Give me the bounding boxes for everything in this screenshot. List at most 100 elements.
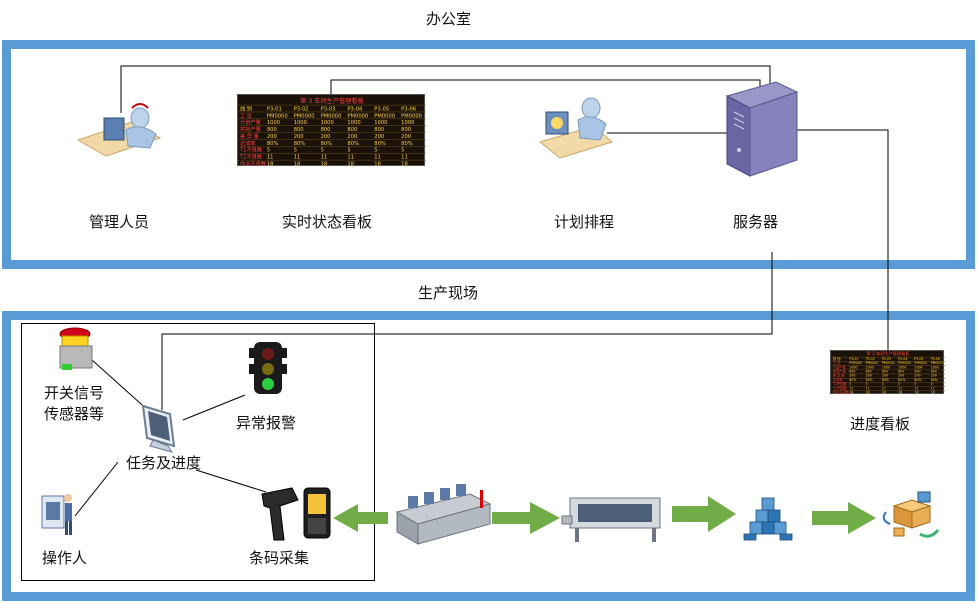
board-cell: 18	[931, 391, 935, 395]
board-cell: 80%	[267, 141, 279, 147]
production-zone-label: 生产现场	[418, 284, 479, 302]
manager-label: 管理人员	[89, 213, 150, 231]
board-cell: P3-06	[401, 106, 416, 112]
board-cell: T1不良数	[239, 146, 263, 154]
board-cell: 计划产量	[833, 364, 847, 369]
board-cell: 18	[914, 391, 918, 395]
board-cell: 11	[914, 386, 918, 390]
board-cell: 1000	[914, 365, 922, 369]
board-cell: 80%	[914, 378, 921, 382]
board-cell: P3-02	[866, 357, 875, 361]
board-cell: 达成率	[833, 377, 843, 382]
server-icon	[725, 81, 799, 177]
board-cell: 11	[882, 386, 886, 390]
board-cell: 800	[401, 127, 411, 133]
board-cell: 800	[866, 369, 872, 373]
shopfloor-terminal-box	[21, 323, 375, 581]
board-cell: 800	[321, 127, 331, 133]
board-cell: 5	[294, 148, 297, 154]
alarm-terminal-connector	[182, 394, 246, 421]
board-cell: T2不良数	[832, 385, 847, 390]
manager-icon	[76, 103, 162, 157]
board-cell: 1000	[294, 120, 307, 126]
server-label: 服务器	[733, 213, 779, 231]
board-cell: 11	[849, 386, 853, 390]
board-cell: PM0000	[294, 113, 315, 119]
board-cell: 11	[401, 155, 408, 161]
board-cell: 线 别	[833, 356, 840, 361]
board-cell: 800	[374, 127, 384, 133]
board-cell: 5	[374, 148, 377, 154]
board-cell: 200	[898, 374, 904, 378]
board-cell: 1000	[898, 365, 906, 369]
board-cell: 800	[931, 369, 937, 373]
board-cell: 5	[321, 148, 324, 154]
board-cell: 5	[866, 382, 868, 386]
board-cell: 80%	[931, 378, 938, 382]
warehouse-cubes-icon	[743, 497, 793, 541]
arrow-machine1-to-machine2	[492, 502, 560, 534]
board-cell: 18	[321, 162, 328, 168]
board-cell: 1000	[401, 120, 414, 126]
board-cell: 80%	[866, 378, 873, 382]
alarm-traffic-light-icon	[249, 342, 287, 394]
manager-server-connector	[120, 65, 771, 113]
board-cell: P3-01	[267, 106, 282, 112]
board-cell: 5	[882, 382, 884, 386]
arrow-machine2-to-warehouse	[672, 496, 736, 532]
board-cell: 200	[849, 374, 855, 378]
board-cell: 18	[898, 391, 902, 395]
office-zone	[2, 40, 975, 269]
board-cell: P3-06	[931, 357, 940, 361]
board-cell: 80%	[898, 378, 905, 382]
board-cell: 200	[267, 134, 277, 140]
sensor-terminal-connector	[91, 359, 151, 413]
board-cell: 实际产量	[833, 368, 847, 373]
board-cell: 200	[882, 374, 888, 378]
board-cell: 5	[898, 382, 900, 386]
board-cell: 5	[401, 148, 404, 154]
board-cell: 1000	[866, 365, 874, 369]
board-cell: 80%	[882, 378, 889, 382]
board-cell: P3-04	[347, 106, 363, 112]
board-cell: PM0000	[931, 361, 944, 365]
board-cell: 1000	[882, 365, 890, 369]
board-cell: 800	[849, 369, 855, 373]
board-cell: 作业不良数	[240, 160, 267, 168]
barcode-terminal-connector	[195, 469, 267, 493]
operator-label: 操作人	[42, 549, 88, 567]
board-cell: PM0000	[898, 361, 911, 365]
board-cell: 80%	[321, 141, 333, 147]
board-cell: 1000	[267, 120, 280, 126]
board-cell: 工 位	[833, 360, 841, 365]
flow-arrows	[333, 496, 876, 534]
board-cell: 工 位	[240, 111, 252, 119]
board-cell: 800	[882, 369, 888, 373]
board-cell: 1000	[321, 120, 334, 126]
server-progress-board-connector	[795, 129, 889, 350]
board-cell: 11	[866, 386, 870, 390]
operator-terminal-connector	[74, 461, 119, 517]
board-cell: 18	[882, 391, 886, 395]
progress-board-label: 进度看板	[850, 415, 911, 433]
board-cell: 18	[866, 391, 870, 395]
board-cell: P3-03	[882, 357, 891, 361]
board-cell: 200	[294, 134, 304, 140]
board-cell: 5	[931, 382, 933, 386]
server-terminal-connector	[161, 252, 773, 410]
board-cell: 18	[294, 162, 301, 168]
board-cell: 5	[914, 382, 916, 386]
board-cell: 800	[347, 127, 357, 133]
task-terminal-icon	[141, 404, 176, 453]
board-cell: 80%	[294, 141, 306, 147]
board-cell: 11	[321, 155, 328, 161]
board-cell: 11	[898, 386, 902, 390]
status-board-label: 实时状态看板	[282, 213, 373, 231]
operator-icon	[41, 494, 72, 535]
board-cell: 80%	[347, 141, 359, 147]
board-cell: 18	[347, 162, 354, 168]
switch-sensor-label-line2: 传感器等	[44, 405, 105, 423]
barcode-label: 条码采集	[249, 549, 310, 567]
